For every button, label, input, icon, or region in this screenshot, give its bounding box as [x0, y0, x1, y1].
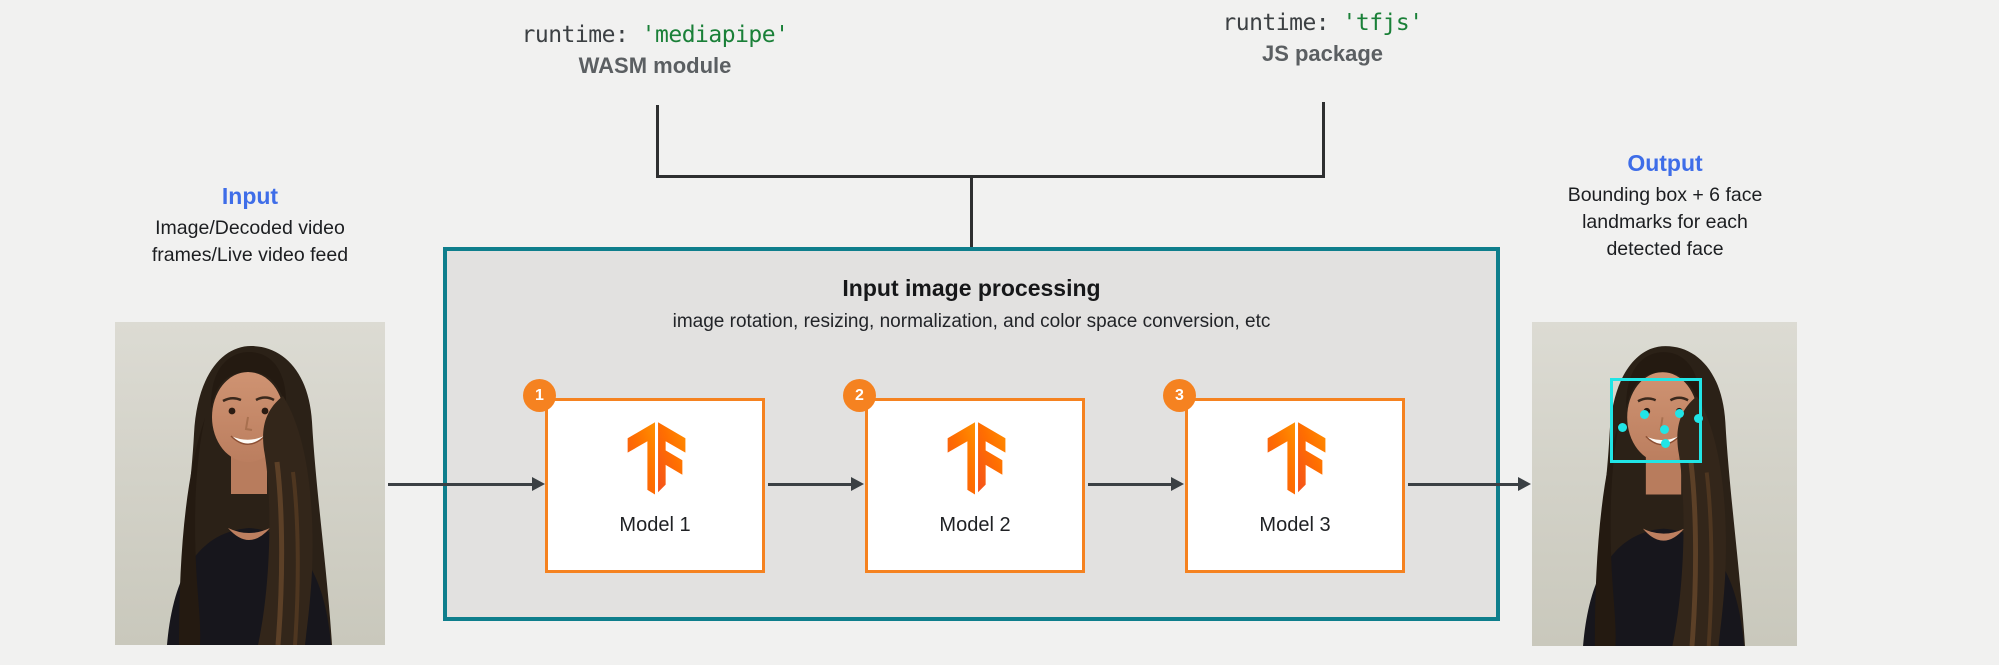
output-line: Bounding box + 6 face: [1567, 184, 1763, 206]
arrow-model3-to-output: [1408, 483, 1520, 486]
arrow-head-icon: [532, 477, 545, 491]
model-1-label: Model 1: [619, 514, 691, 536]
face-landmark-dot: [1675, 409, 1684, 418]
runtime-tfjs-label: runtime: 'tfjs' JS package: [1130, 10, 1515, 67]
tensorflow-logo-icon: [947, 422, 1006, 495]
runtime-mediapipe-label: runtime: 'mediapipe' WASM module: [460, 22, 850, 79]
runtime-mediapipe-code: runtime: 'mediapipe': [460, 22, 850, 48]
connector-line-center: [970, 178, 973, 248]
output-line: landmarks for each: [1582, 211, 1748, 233]
face-landmark-dot: [1661, 439, 1670, 448]
arrow-head-icon: [1518, 477, 1531, 491]
arrow-head-icon: [1171, 477, 1184, 491]
input-line: frames/Live video feed: [151, 244, 349, 266]
face-landmark-dot: [1694, 414, 1703, 423]
model-2-label: Model 2: [939, 514, 1011, 536]
output-photo: [1532, 322, 1797, 646]
connector-line-horizontal: [656, 175, 1325, 178]
face-bounding-box: [1610, 378, 1702, 463]
output-label-block: Output Bounding box + 6 face landmarks f…: [1510, 150, 1820, 263]
arrow-model1-to-model2: [768, 483, 853, 486]
face-landmark-dot: [1618, 423, 1627, 432]
input-title: Input: [221, 183, 279, 209]
code-key: runtime:: [1222, 10, 1330, 36]
arrow-input-to-model1: [388, 483, 533, 486]
output-title: Output: [1627, 150, 1703, 176]
connector-line-right: [1322, 102, 1325, 177]
code-value: 'mediapipe': [641, 22, 789, 48]
model-3-box: 3 Model 3: [1163, 379, 1405, 573]
arrow-head-icon: [851, 477, 864, 491]
face-landmark-dot: [1640, 410, 1649, 419]
js-package-caption: JS package: [1261, 41, 1384, 66]
code-key: runtime:: [521, 22, 629, 48]
output-line: detected face: [1606, 238, 1724, 260]
connector-line-left: [656, 105, 659, 177]
model-2-box: 2 Model 2: [843, 379, 1085, 573]
arrow-model2-to-model3: [1088, 483, 1173, 486]
face-landmark-dot: [1660, 425, 1669, 434]
input-photo: [115, 322, 385, 645]
tensorflow-logo-icon: [627, 422, 686, 495]
step-3-badge: 3: [1163, 379, 1196, 412]
step-2-badge: 2: [843, 379, 876, 412]
model-3-label: Model 3: [1259, 514, 1331, 536]
model-1-box: 1 Model 1: [523, 379, 765, 573]
step-1-badge: 1: [523, 379, 556, 412]
input-line: Image/Decoded video: [155, 217, 345, 239]
processing-title: Input image processing: [842, 275, 1101, 301]
processing-subtitle: image rotation, resizing, normalization,…: [672, 311, 1271, 332]
runtime-tfjs-code: runtime: 'tfjs': [1130, 10, 1515, 36]
tensorflow-logo-icon: [1267, 422, 1326, 495]
wasm-module-caption: WASM module: [578, 53, 732, 78]
code-value: 'tfjs': [1342, 10, 1424, 36]
input-label-block: Input Image/Decoded video frames/Live vi…: [95, 183, 405, 269]
